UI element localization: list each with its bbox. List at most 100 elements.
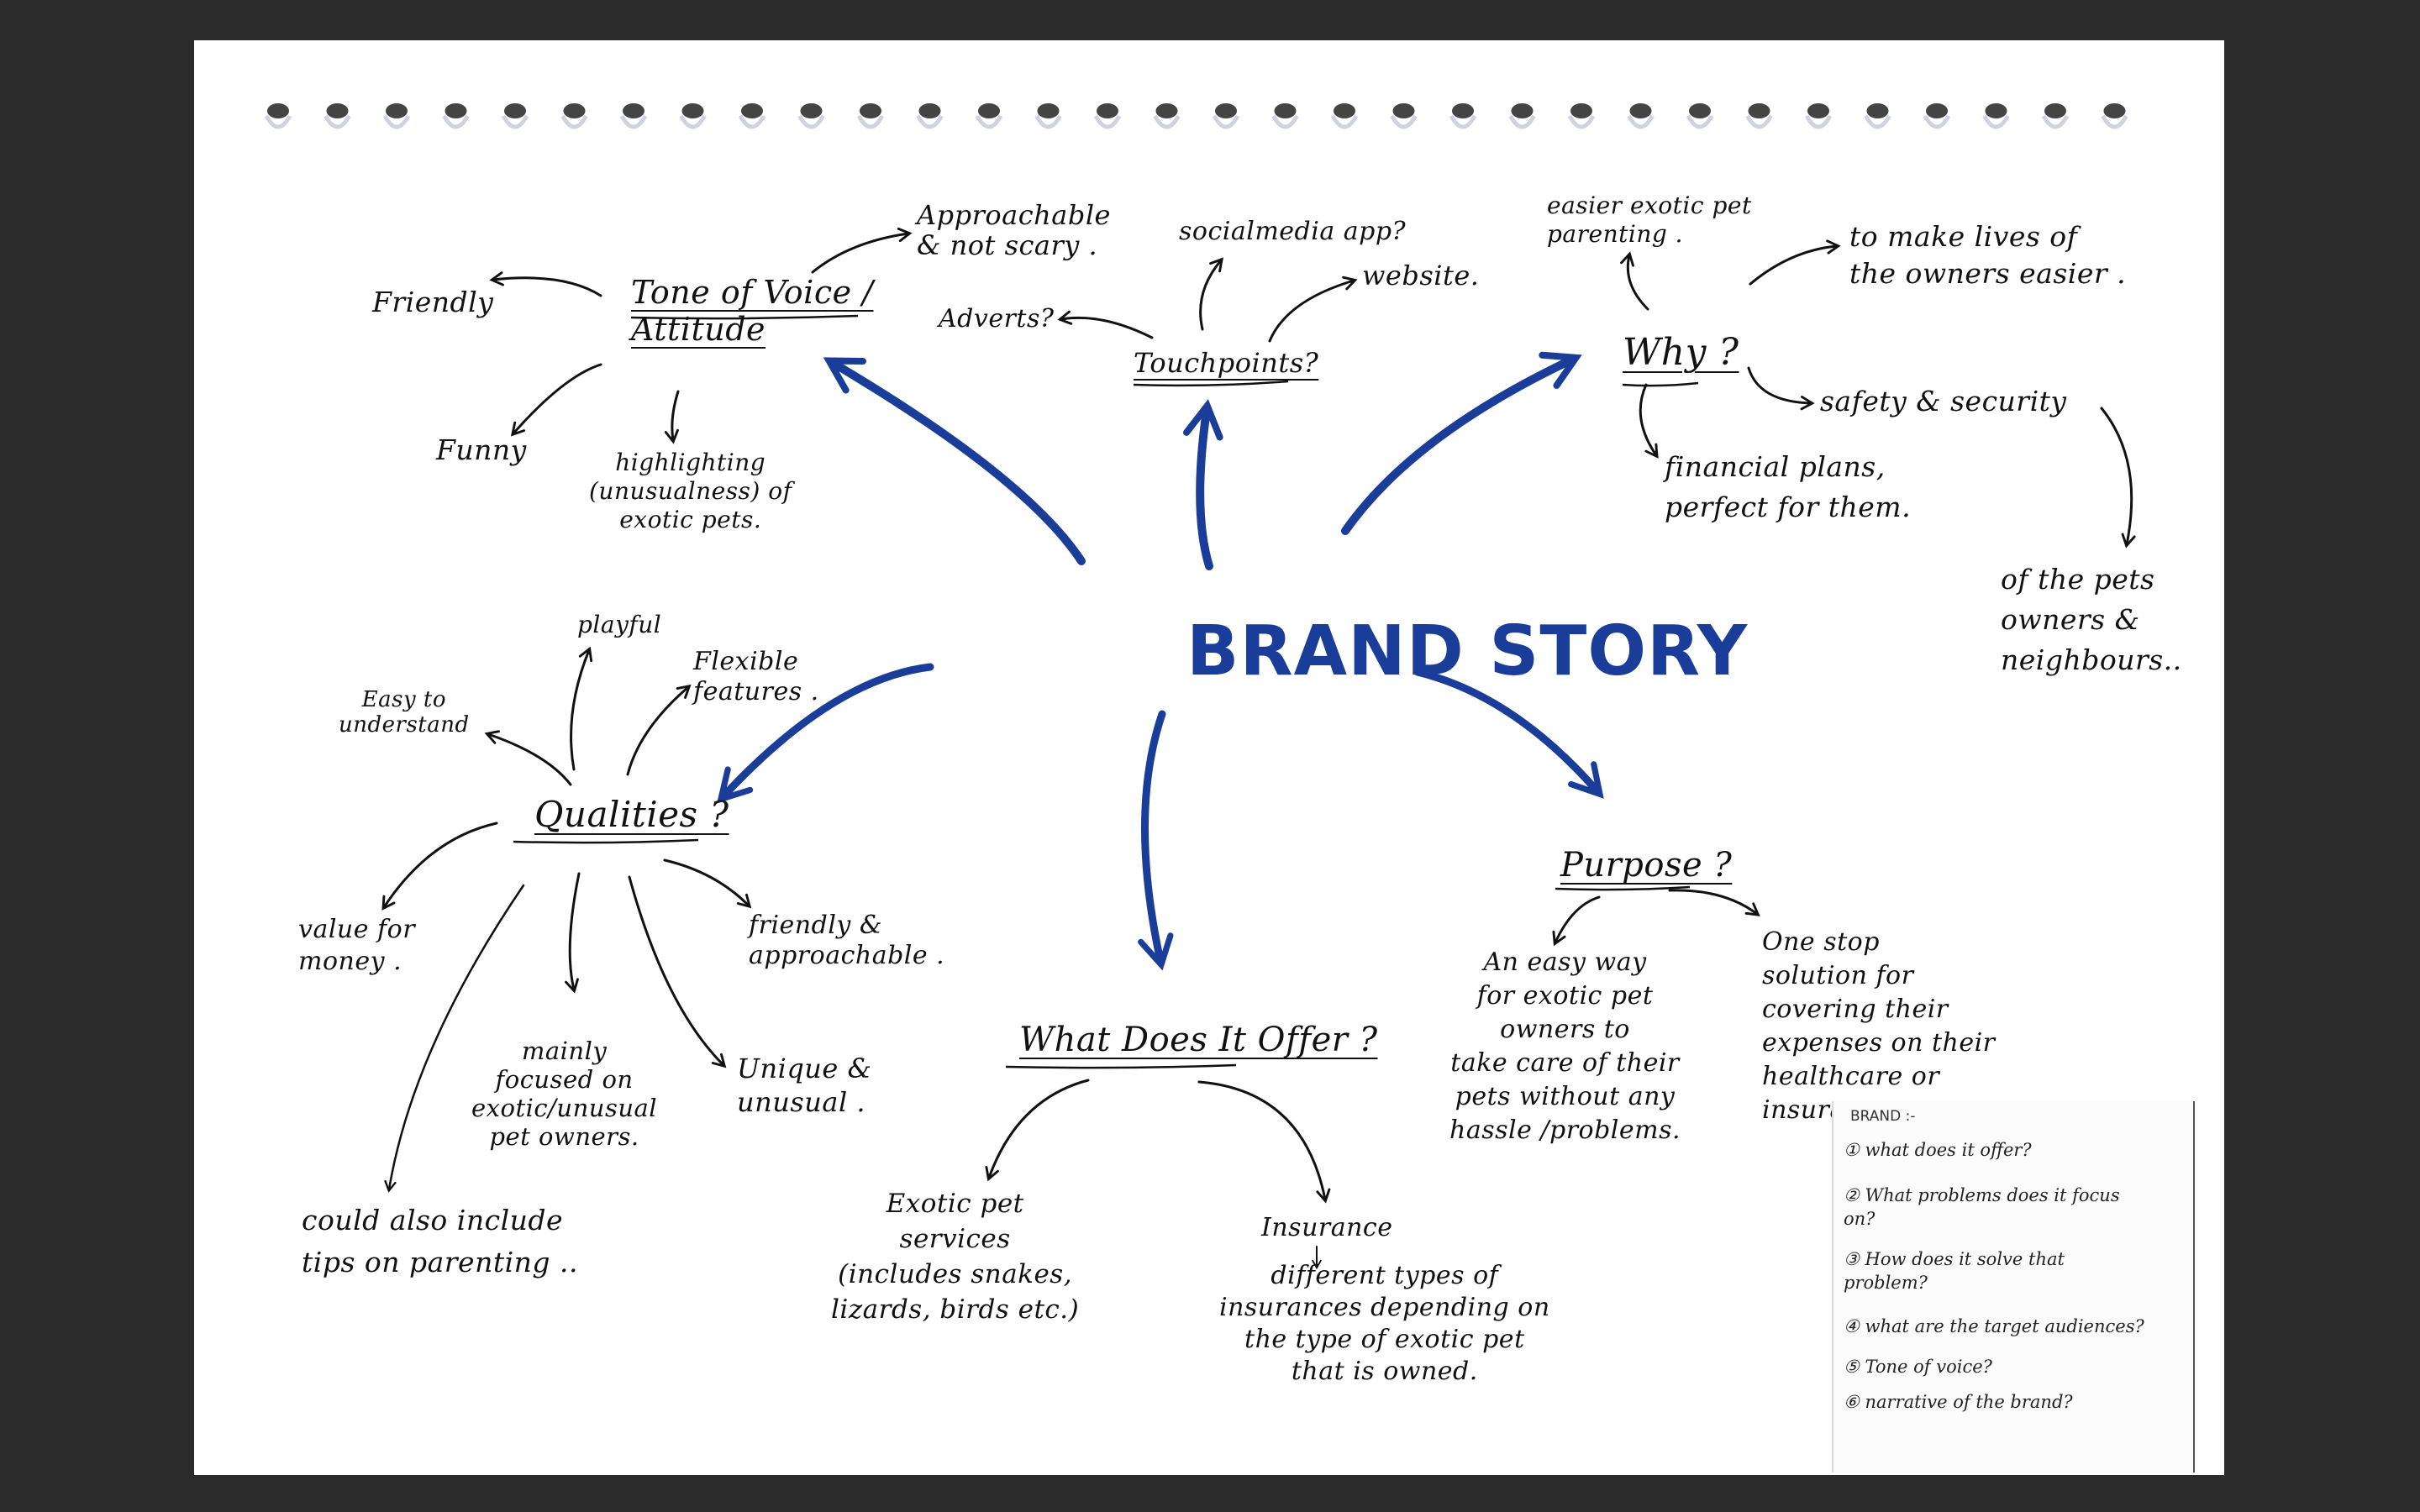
binding-shadow (975, 114, 1003, 129)
binding-shadow (1804, 114, 1833, 129)
text-line: ⑤ Tone of voice? (1844, 1357, 1992, 1377)
text-line: problem? (1844, 1273, 1928, 1293)
arrow-to-touchpoints (1182, 399, 1223, 570)
note-card-title: BRAND :- (1850, 1108, 1916, 1125)
binding-hole (978, 103, 1000, 118)
text-line: pets without any (1455, 1082, 1676, 1111)
text-line: Flexible (693, 647, 799, 676)
text-line: of the pets (2001, 563, 2155, 596)
note-item-2: ② What problems does it focus on? (1844, 1184, 2120, 1231)
arrow-to-qualities (716, 663, 934, 804)
mind-map-connectors (381, 227, 2136, 1270)
binding-shadow (856, 114, 885, 129)
binding-hole (445, 103, 467, 118)
text-line: ④ what are the target audiences? (1844, 1316, 2144, 1336)
binding-hole (1807, 103, 1829, 118)
text-line: exotic pets. (619, 506, 762, 533)
text-line: owners & (2001, 603, 2140, 636)
text-line: healthcare or (1762, 1062, 1940, 1091)
binding-hole (1392, 103, 1415, 118)
binding-shadow (619, 114, 648, 129)
arrow-to-why (1341, 351, 1582, 535)
underline-purpose (1555, 885, 1691, 891)
arrow-pets-owners (2100, 407, 2136, 549)
binding-shadow (1093, 114, 1122, 129)
binding-hole (1570, 103, 1592, 118)
text-line: ③ How does it solve that (1844, 1249, 2065, 1269)
notebook-page: BRAND STORY Tone of Voice /Attitude Appr… (194, 40, 2224, 1475)
note-item-1: ① what does it offer? (1844, 1138, 2032, 1162)
binding-hole (1689, 103, 1711, 118)
text-line: One stop (1762, 927, 1880, 957)
text-line: pet owners. (489, 1122, 639, 1151)
playful-note: playful (577, 611, 662, 638)
text-line: take care of their (1450, 1048, 1680, 1078)
binding-shadow (738, 114, 766, 129)
binding-shadow (1745, 114, 1773, 129)
arrow-financial (1639, 383, 1659, 459)
binding-hole (326, 103, 349, 118)
text-line: highlighting (615, 449, 766, 476)
binding-hole (2103, 103, 2126, 118)
text-line: lizards, birds etc.) (831, 1294, 1080, 1325)
binding-shadow (1034, 114, 1062, 129)
arrow-insurance (1197, 1080, 1331, 1204)
website-note: website. (1362, 260, 1480, 291)
text-line: could also include (302, 1204, 564, 1236)
binding-shadow (1567, 114, 1596, 129)
binding-shadow (1212, 114, 1240, 129)
text-line: ① what does it offer? (1844, 1140, 2032, 1160)
social-media-note: socialmedia app? (1179, 217, 1407, 246)
text-line: the owners easier . (1849, 257, 2127, 290)
binding-hole (623, 103, 644, 118)
arrow-to-purpose (1413, 668, 1604, 799)
binding-hole (386, 103, 408, 118)
tone-of-voice-heading: Tone of Voice /Attitude (631, 274, 873, 348)
text-line: insurances depending on (1219, 1293, 1550, 1322)
note-item-6: ⑥ narrative of the brand? (1844, 1390, 2073, 1414)
arrow-tips (384, 884, 525, 1193)
underline-touchpoints (1133, 380, 1289, 387)
binding-shadow (1271, 114, 1299, 129)
why-heading: Why ? (1623, 331, 1739, 374)
binding-hole (267, 103, 289, 118)
binding-hole (2044, 103, 2066, 118)
binding-hole (1866, 103, 1889, 118)
text-line: exotic/unusual (471, 1094, 658, 1122)
qualities-heading: Qualities ? (534, 794, 729, 835)
text-line: for exotic pet (1476, 981, 1654, 1011)
binding-hole (1155, 103, 1178, 118)
binding-shadow (916, 114, 944, 129)
binding-hole (1926, 103, 1948, 118)
text-line: on? (1844, 1209, 1876, 1229)
text-line: ② What problems does it focus (1844, 1185, 2120, 1205)
binding-shadow (1982, 114, 2010, 129)
arrow-social (1199, 257, 1224, 331)
brand-questions-note-card: BRAND :- ① what does it offer? ② What pr… (1832, 1101, 2195, 1473)
text-line: understand (339, 712, 470, 738)
arrow-safety (1747, 366, 1815, 411)
binding-hole (681, 103, 704, 118)
binding-hole (1452, 103, 1474, 118)
text-line: financial plans, (1665, 450, 1886, 483)
arrow-approachable (811, 227, 913, 274)
text-line: easier exotic pet (1547, 192, 1752, 219)
binding-hole (860, 103, 881, 118)
binding-hole (1629, 103, 1652, 118)
approachable-note: Approachable& not scary . (917, 200, 1111, 260)
arrow-make-lives (1749, 239, 1841, 286)
binding-shadow (501, 114, 529, 129)
text-line: Tone of Voice / (631, 274, 874, 311)
text-line: covering their (1762, 995, 1949, 1024)
text-line: & not scary . (917, 229, 1098, 261)
friendly-note: Friendly (372, 286, 494, 318)
central-topic-brand-story: BRAND STORY (1186, 612, 1749, 691)
binding-hole (1037, 103, 1060, 118)
